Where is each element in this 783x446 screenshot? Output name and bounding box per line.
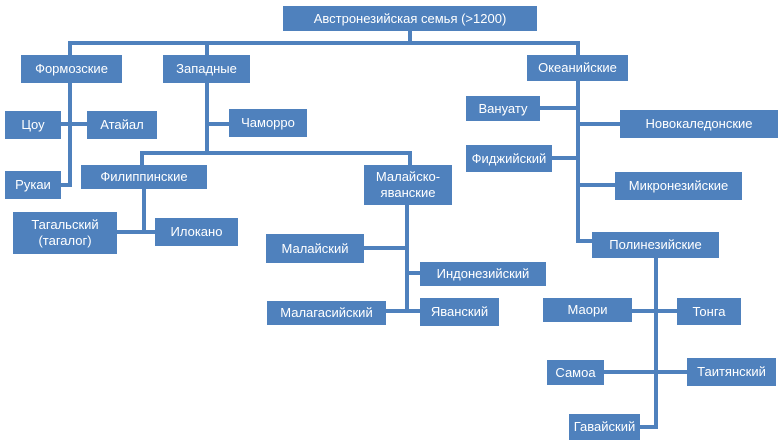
node-tahitian: Таитянский	[687, 358, 776, 386]
node-javanese: Яванский	[420, 298, 499, 326]
connector-formosan	[59, 81, 89, 187]
node-maori: Маори	[543, 298, 632, 322]
node-ilokano: Илокано	[155, 218, 238, 246]
node-hawaiian: Гавайский	[569, 414, 640, 440]
node-tsou: Цоу	[5, 111, 61, 139]
connector-oceanic	[538, 79, 622, 243]
connector-polynesian	[602, 256, 689, 429]
node-new-caledonian: Новокаледонские	[620, 110, 778, 138]
node-malagasy: Малагасийский	[267, 301, 386, 325]
node-tonga: Тонга	[677, 298, 741, 325]
node-malayo-javanic: Малайско- яванские	[364, 165, 452, 205]
connector-philippine	[115, 187, 157, 234]
connector-western	[140, 81, 412, 167]
node-samoa: Самоа	[547, 360, 604, 385]
node-malay: Малайский	[266, 234, 364, 263]
node-philippine: Филиппинские	[81, 165, 207, 189]
node-vanuatu: Вануату	[466, 96, 540, 121]
node-formosan: Формозские	[21, 55, 122, 83]
node-micronesian: Микронезийские	[615, 172, 742, 200]
node-western: Западные	[163, 55, 250, 83]
node-fijian: Фиджийский	[466, 145, 552, 172]
node-chamorro: Чаморро	[229, 109, 307, 137]
node-rukai: Рукаи	[5, 171, 61, 199]
connector-root-branches	[68, 29, 580, 57]
node-polynesian: Полинезийские	[592, 232, 719, 258]
node-atayal: Атайал	[87, 111, 157, 139]
node-indonesian: Индонезийский	[420, 262, 546, 286]
connector-malayo-javanic	[362, 203, 422, 313]
node-tagalog: Тагальский (тагалог)	[13, 212, 117, 254]
node-oceanic: Океанийские	[527, 55, 628, 81]
root-node: Австронезийская семья (>1200)	[283, 6, 537, 31]
